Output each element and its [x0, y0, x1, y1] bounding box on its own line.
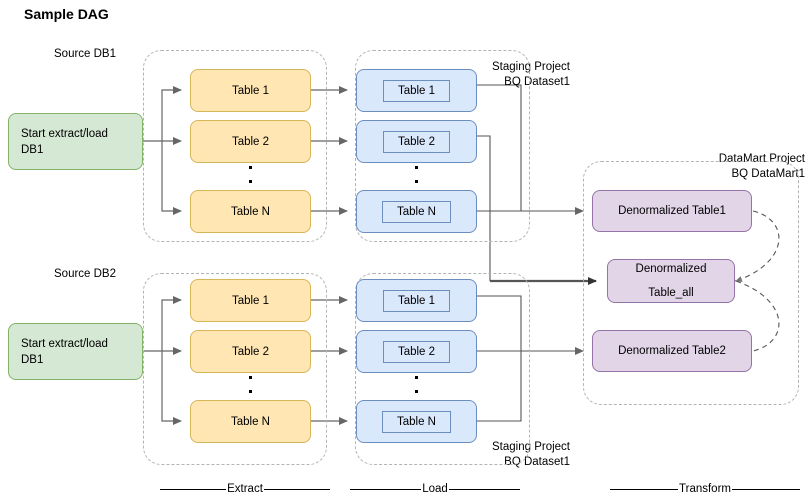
staging-top-line2: BQ Dataset1	[504, 76, 570, 88]
extract-top-table-n[interactable]: Table N	[190, 190, 311, 233]
start-extract-load-db1-top[interactable]: Start extract/load DB1	[8, 113, 143, 170]
legend-transform-bar-left	[610, 488, 679, 490]
legend-load: Load	[350, 483, 520, 495]
load-bottom-table-2-inner: Table 2	[382, 340, 451, 363]
legend-transform: Transform	[610, 483, 801, 495]
load-top-table-2[interactable]: Table 2	[356, 120, 477, 163]
legend-load-bar-left	[350, 488, 422, 490]
load-top-table-n[interactable]: Table N	[356, 190, 477, 233]
load-bottom-table-1-inner: Table 1	[382, 289, 451, 312]
extract-bottom-table-2[interactable]: Table 2	[190, 330, 311, 373]
extract-bottom-ellipsis	[240, 376, 260, 404]
denormalized-table-all-line2: Table_all	[648, 287, 694, 299]
extract-top-ellipsis	[240, 166, 260, 194]
legend-extract-bar-right	[263, 488, 331, 490]
load-bottom-table-1[interactable]: Table 1	[356, 279, 477, 322]
legend-extract-label: Extract	[227, 483, 263, 495]
load-bottom-table-2[interactable]: Table 2	[356, 330, 477, 373]
start-extract-load-db1-bottom[interactable]: Start extract/load DB1	[8, 323, 143, 380]
group-label-source-db2: Source DB2	[54, 268, 117, 280]
extract-bottom-table-n[interactable]: Table N	[190, 400, 311, 443]
load-bottom-table-n-inner: Table N	[382, 410, 451, 433]
extract-top-table-1[interactable]: Table 1	[190, 69, 311, 112]
legend-load-label: Load	[422, 483, 448, 495]
load-top-table-2-inner: Table 2	[382, 130, 451, 153]
load-bottom-table-n[interactable]: Table N	[356, 400, 477, 443]
load-top-ellipsis	[406, 166, 426, 194]
denormalized-table1[interactable]: Denormalized Table1	[592, 190, 752, 232]
legend-extract: Extract	[160, 483, 331, 495]
group-label-source-db1: Source DB1	[54, 48, 117, 60]
container-extract-bottom	[143, 273, 327, 465]
load-bottom-ellipsis	[406, 376, 426, 404]
extract-top-table-2[interactable]: Table 2	[190, 120, 311, 163]
legend-extract-bar-left	[160, 488, 227, 490]
extract-bottom-table-1[interactable]: Table 1	[190, 279, 311, 322]
load-top-table-1[interactable]: Table 1	[356, 69, 477, 112]
container-extract-top	[143, 50, 327, 242]
group-label-staging-top: Staging Project BQ Dataset1	[470, 60, 570, 90]
container-datamart	[583, 161, 799, 405]
legend-load-bar-right	[448, 488, 520, 490]
container-load-bottom	[355, 273, 530, 465]
load-top-table-1-inner: Table 1	[382, 79, 451, 102]
denormalized-table-all-line1: Denormalized	[635, 263, 707, 275]
denormalized-table-all[interactable]: Denormalized Table_all	[607, 259, 735, 303]
load-top-table-n-inner: Table N	[382, 200, 451, 223]
staging-top-line1: Staging Project	[492, 61, 570, 73]
staging-bottom-line1: Staging Project	[492, 441, 570, 453]
legend-transform-label: Transform	[679, 483, 731, 495]
page-title: Sample DAG	[24, 6, 109, 22]
denormalized-table2[interactable]: Denormalized Table2	[592, 330, 752, 372]
legend-transform-bar-right	[732, 488, 801, 490]
container-load-top	[355, 50, 530, 242]
